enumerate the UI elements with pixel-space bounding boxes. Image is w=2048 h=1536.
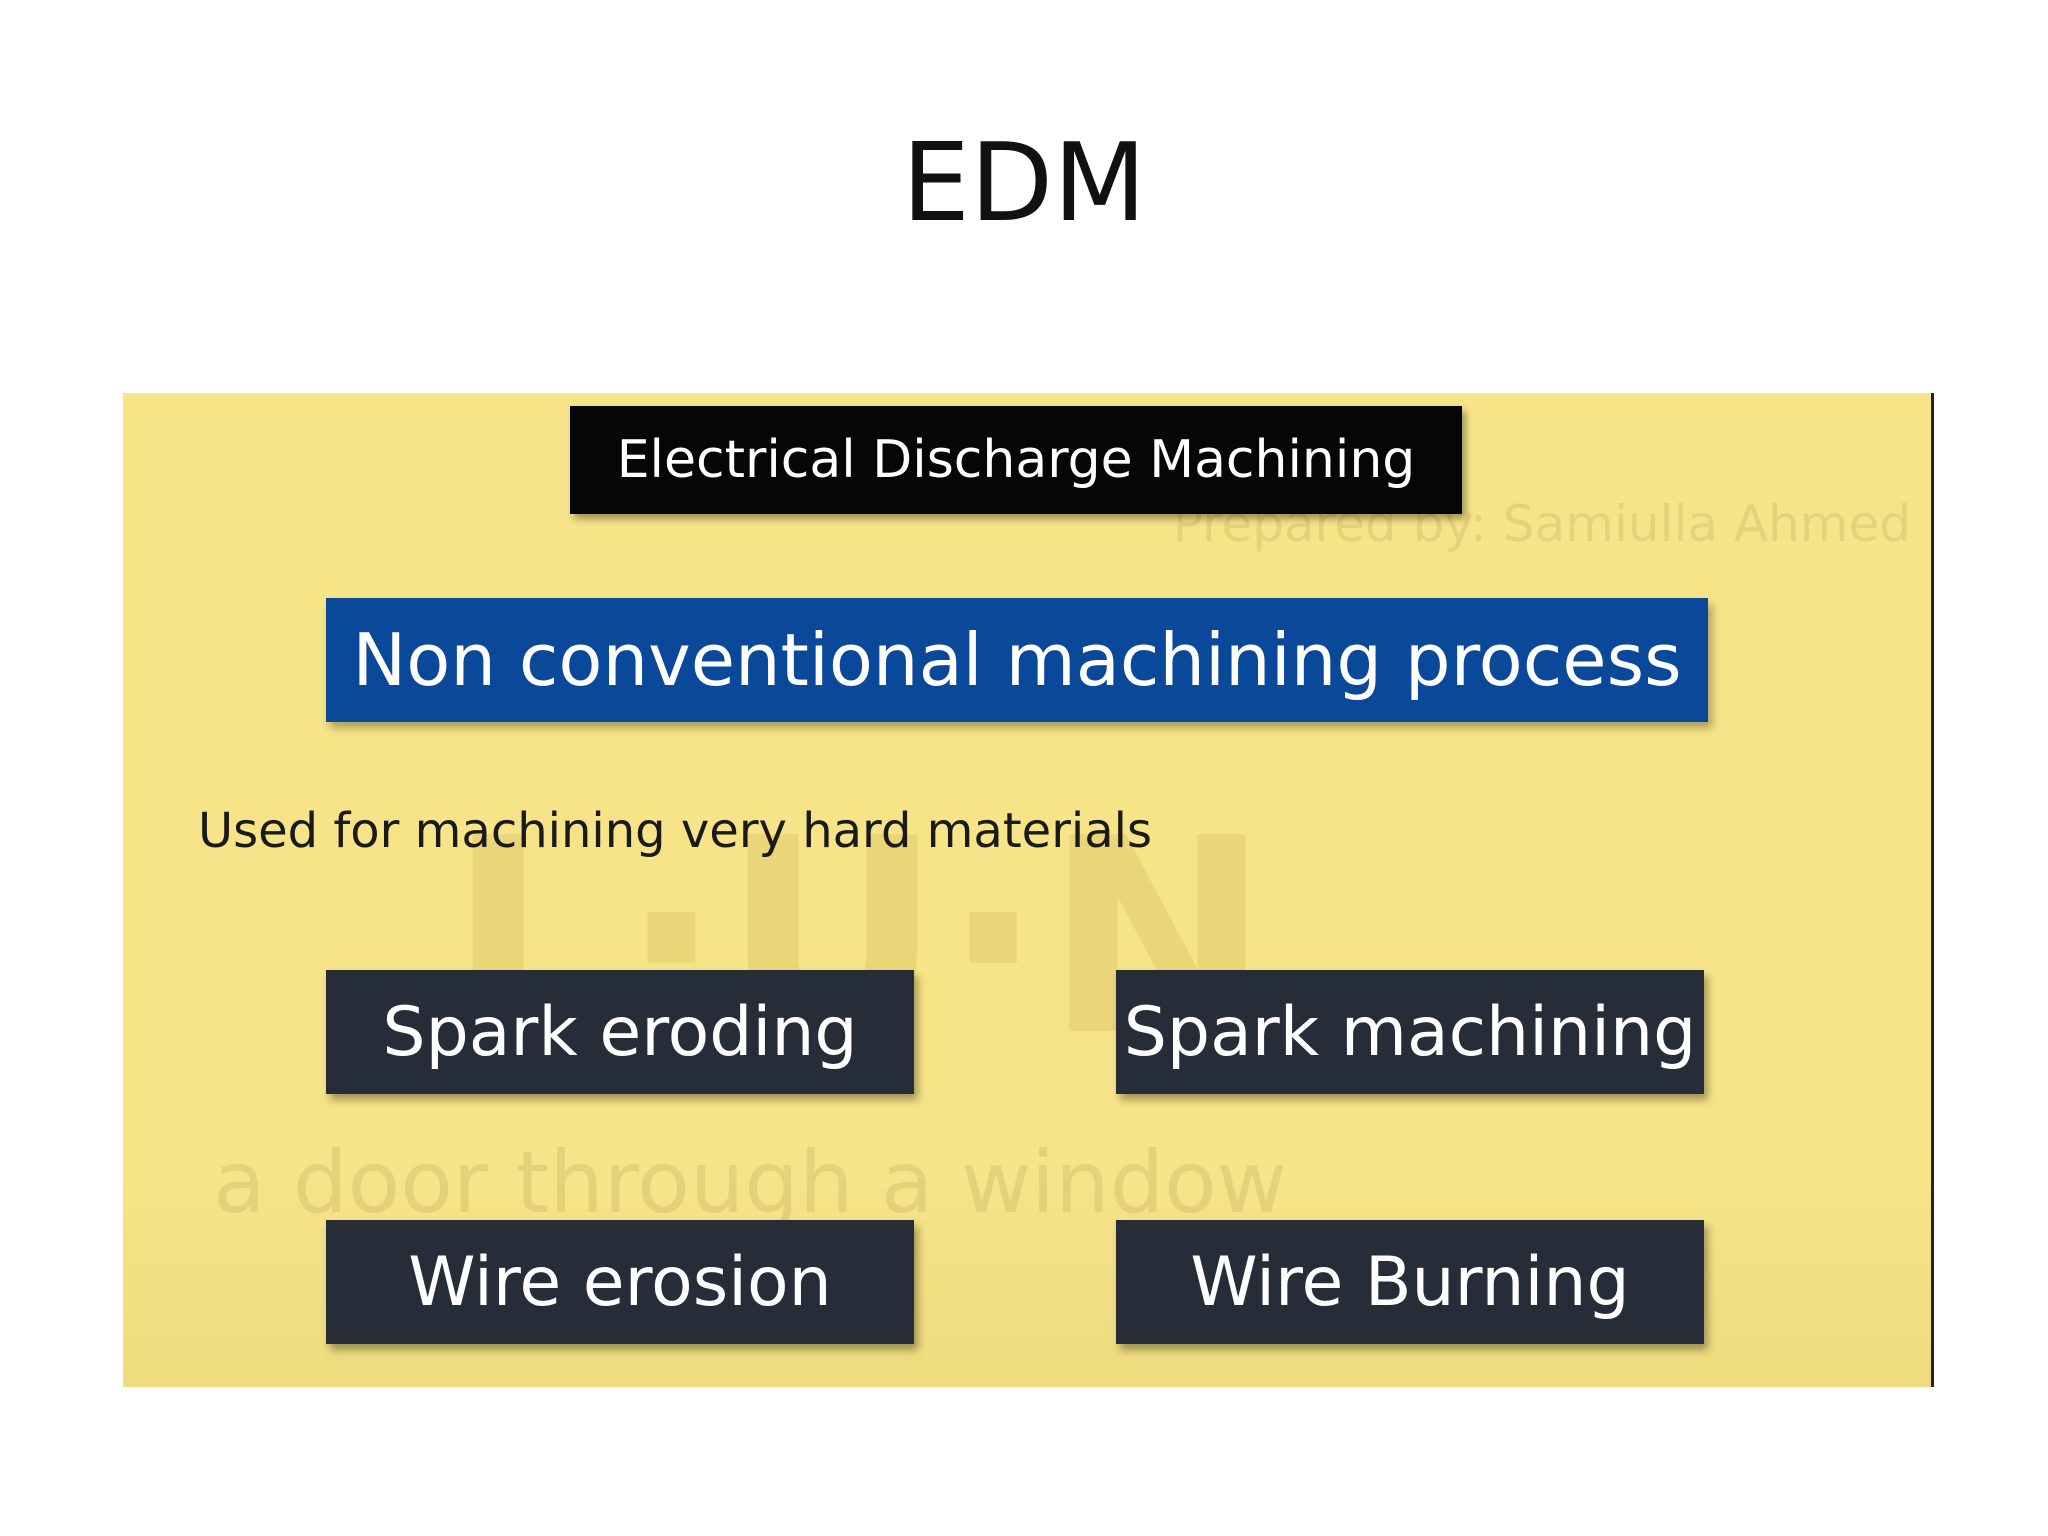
- term-spark-eroding: Spark eroding: [326, 970, 914, 1094]
- term-wire-erosion: Wire erosion: [326, 1220, 914, 1344]
- header-label: Electrical Discharge Machining: [570, 406, 1462, 514]
- term-wire-burning: Wire Burning: [1116, 1220, 1704, 1344]
- watermark-caption: a door through a window: [213, 1133, 1288, 1233]
- video-frame-image: Prepared by: Samiulla Ahmed L·U·N a door…: [123, 393, 1934, 1387]
- term-spark-machining: Spark machining: [1116, 970, 1704, 1094]
- description-text: Used for machining very hard materials: [198, 803, 1153, 859]
- slide-title: EDM: [901, 121, 1147, 246]
- highlight-label: Non conventional machining process: [326, 598, 1708, 722]
